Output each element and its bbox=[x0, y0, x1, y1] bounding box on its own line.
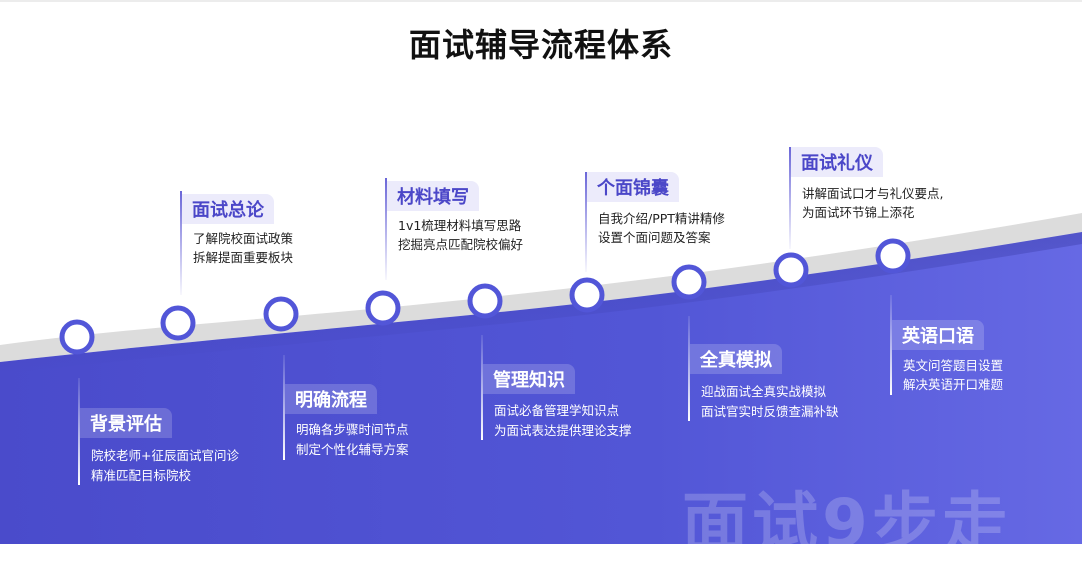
node-9[interactable] bbox=[875, 238, 911, 274]
connector-line bbox=[385, 178, 387, 280]
top-divider bbox=[0, 0, 1082, 2]
connector-line bbox=[180, 191, 182, 295]
step-title: 材料填写 bbox=[387, 181, 479, 211]
step-desc-line-1: 讲解面试口才与礼仪要点, bbox=[802, 186, 944, 201]
step-desc-line-1: 面试必备管理学知识点 bbox=[494, 403, 620, 418]
step-desc-line-2: 制定个性化辅导方案 bbox=[296, 442, 409, 457]
step-title: 面试总论 bbox=[182, 194, 274, 224]
step-title: 背景评估 bbox=[80, 408, 172, 438]
step-desc-line-1: 院校老师+征辰面试官问诊 bbox=[91, 448, 239, 463]
node-4[interactable] bbox=[365, 290, 401, 326]
step-desc-line-2: 挖掘亮点匹配院校偏好 bbox=[398, 237, 524, 252]
step-desc-line-2: 解决英语开口难题 bbox=[903, 377, 1004, 392]
step-desc-line-2: 精准匹配目标院校 bbox=[91, 468, 192, 483]
step-desc-line-2: 设置个面问题及答案 bbox=[598, 230, 711, 245]
step-desc-line-1: 迎战面试全真实战模拟 bbox=[701, 384, 827, 399]
connector-line bbox=[585, 172, 587, 272]
connector-line bbox=[789, 147, 791, 249]
step-desc-line-2: 为面试表达提供理论支撑 bbox=[494, 423, 632, 438]
page-title: 面试辅导流程体系 bbox=[408, 26, 673, 64]
step-desc-line-1: 1v1梳理材料填写思路 bbox=[398, 218, 522, 233]
connector-line bbox=[78, 378, 80, 485]
step-title: 面试礼仪 bbox=[791, 147, 883, 177]
step-desc-line-1: 自我介绍/PPT精讲精修 bbox=[598, 211, 725, 226]
timeline-nodes bbox=[59, 238, 911, 355]
node-7[interactable] bbox=[671, 264, 707, 300]
step-title: 明确流程 bbox=[285, 384, 377, 414]
step-desc-line-2: 拆解提面重要板块 bbox=[193, 250, 294, 265]
connector-line bbox=[688, 316, 690, 421]
step-desc-line-1: 英文问答题目设置 bbox=[903, 358, 1004, 373]
step-desc-line-1: 了解院校面试政策 bbox=[193, 231, 294, 246]
connector-line bbox=[890, 295, 892, 395]
step-title: 个面锦囊 bbox=[587, 172, 679, 202]
step-title: 全真模拟 bbox=[690, 344, 782, 374]
connector-line bbox=[481, 335, 483, 440]
node-3[interactable] bbox=[263, 296, 299, 332]
step-title: 管理知识 bbox=[483, 364, 575, 394]
node-6[interactable] bbox=[569, 277, 605, 313]
step-desc-line-2: 为面试环节锦上添花 bbox=[802, 205, 915, 220]
node-1[interactable] bbox=[59, 319, 95, 355]
step-title: 英语口语 bbox=[892, 320, 984, 350]
node-5[interactable] bbox=[467, 283, 503, 319]
step-desc-line-2: 面试官实时反馈查漏补缺 bbox=[701, 404, 839, 419]
node-2[interactable] bbox=[160, 305, 196, 341]
step-desc-line-1: 明确各步骤时间节点 bbox=[296, 422, 409, 437]
node-8[interactable] bbox=[773, 252, 809, 288]
connector-line bbox=[283, 355, 285, 460]
